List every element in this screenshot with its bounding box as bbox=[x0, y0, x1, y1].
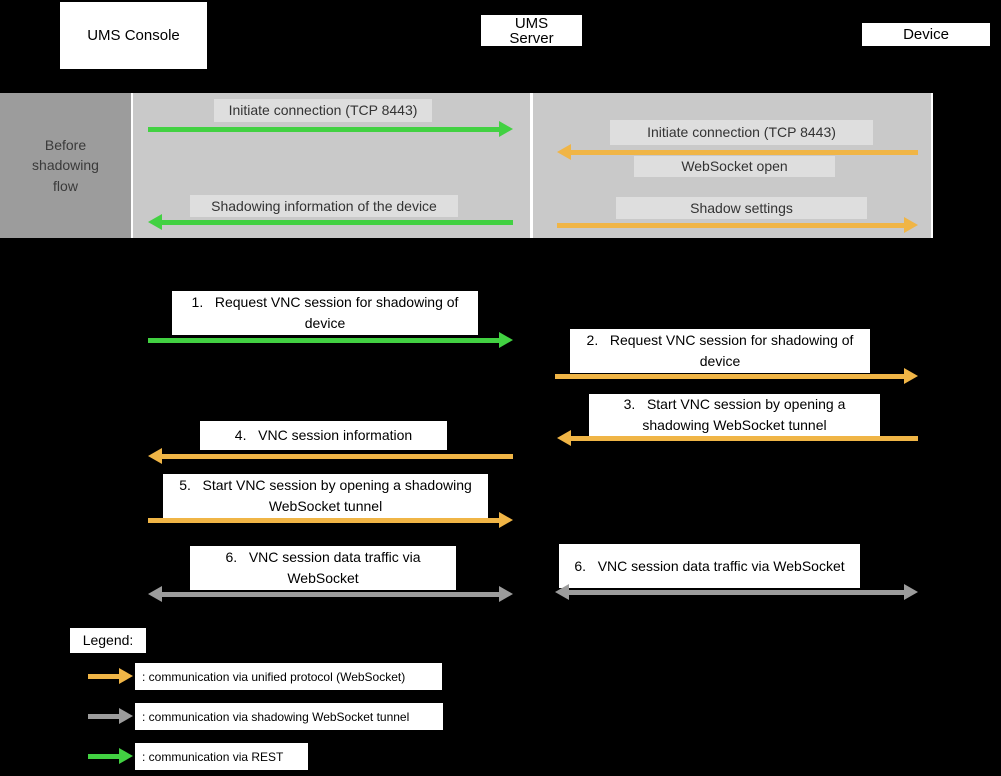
arrow-head bbox=[557, 144, 571, 160]
arrow-head bbox=[499, 121, 513, 137]
arrow-step5-start-vnc-session bbox=[148, 512, 513, 528]
arrow-step6-vnc-data-traffic-right bbox=[555, 584, 918, 600]
label-initiate-connection-device: Initiate connection (TCP 8443) bbox=[610, 120, 873, 145]
arrow-head bbox=[499, 332, 513, 348]
arrow-head bbox=[119, 668, 133, 684]
legend-gray-arrow-icon bbox=[88, 708, 133, 724]
label-step3-start-vnc-session: 3. Start VNC session by opening a shadow… bbox=[589, 394, 880, 436]
arrow-shaft bbox=[557, 223, 907, 228]
arrow-head bbox=[119, 748, 133, 764]
label-initiate-connection-console: Initiate connection (TCP 8443) bbox=[214, 99, 432, 122]
label-step2-request-vnc-session: 2. Request VNC session for shadowing of … bbox=[570, 329, 870, 373]
arrow-step3-start-vnc-session bbox=[557, 430, 918, 446]
label-step6-vnc-data-traffic-left: 6. VNC session data traffic via WebSocke… bbox=[190, 546, 456, 590]
arrow-shaft bbox=[159, 220, 513, 225]
arrow-head-right bbox=[499, 586, 513, 602]
legend-green-arrow-icon bbox=[88, 748, 133, 764]
legend-item-unified-protocol: : communication via unified protocol (We… bbox=[135, 663, 442, 690]
arrow-shaft bbox=[148, 518, 502, 523]
arrow-step1-request-vnc-session bbox=[148, 332, 513, 348]
before-shadowing-row-label: Before shadowing flow bbox=[0, 93, 131, 238]
actor-ums-console: UMS Console bbox=[60, 2, 207, 69]
label-step1-request-vnc-session: 1. Request VNC session for shadowing of … bbox=[172, 291, 478, 335]
arrow-shaft bbox=[566, 590, 907, 595]
arrow-shaft bbox=[148, 127, 502, 132]
actor-ums-console-label: UMS Console bbox=[87, 27, 180, 44]
arrow-shaft bbox=[148, 338, 502, 343]
label-websocket-open: WebSocket open bbox=[634, 156, 835, 177]
actor-ums-server: UMS Server bbox=[481, 15, 582, 46]
label-shadow-settings: Shadow settings bbox=[616, 197, 867, 219]
arrow-initiate-connection-device bbox=[557, 144, 918, 160]
actor-device: Device bbox=[862, 23, 990, 46]
arrow-head bbox=[148, 214, 162, 230]
label-step5-start-vnc-session: 5. Start VNC session by opening a shadow… bbox=[163, 474, 488, 518]
arrow-head bbox=[148, 448, 162, 464]
actor-device-label: Device bbox=[903, 26, 949, 43]
arrow-head bbox=[557, 430, 571, 446]
arrow-step2-request-vnc-session bbox=[555, 368, 918, 384]
label-step4-vnc-session-information: 4. VNC session information bbox=[200, 421, 447, 450]
arrow-head-right bbox=[904, 584, 918, 600]
legend-item-shadowing-tunnel: : communication via shadowing WebSocket … bbox=[135, 703, 443, 730]
arrow-shaft bbox=[159, 454, 513, 459]
arrow-shadowing-information bbox=[148, 214, 513, 230]
arrow-head bbox=[119, 708, 133, 724]
arrow-shaft bbox=[555, 374, 907, 379]
arrow-step4-vnc-session-information bbox=[148, 448, 513, 464]
arrow-step6-vnc-data-traffic-left bbox=[148, 586, 513, 602]
arrow-head bbox=[904, 368, 918, 384]
legend-title: Legend: bbox=[70, 628, 146, 653]
arrow-shadow-settings bbox=[557, 217, 918, 233]
arrow-head-left bbox=[148, 586, 162, 602]
arrow-shaft bbox=[88, 714, 122, 719]
arrow-head bbox=[499, 512, 513, 528]
arrow-shaft bbox=[88, 674, 122, 679]
arrow-shaft bbox=[88, 754, 122, 759]
legend-item-rest: : communication via REST bbox=[135, 743, 308, 770]
arrow-initiate-connection-console bbox=[148, 121, 513, 137]
actor-ums-server-label: UMS Server bbox=[509, 14, 554, 47]
arrow-shaft bbox=[568, 436, 918, 441]
before-shadowing-row-label-text: Before shadowing flow bbox=[32, 137, 99, 194]
arrow-shaft bbox=[568, 150, 918, 155]
arrow-head bbox=[904, 217, 918, 233]
legend-yellow-arrow-icon bbox=[88, 668, 133, 684]
label-shadowing-information: Shadowing information of the device bbox=[190, 195, 458, 217]
label-step6-vnc-data-traffic-right: 6. VNC session data traffic via WebSocke… bbox=[559, 544, 860, 588]
arrow-head-left bbox=[555, 584, 569, 600]
arrow-shaft bbox=[159, 592, 502, 597]
